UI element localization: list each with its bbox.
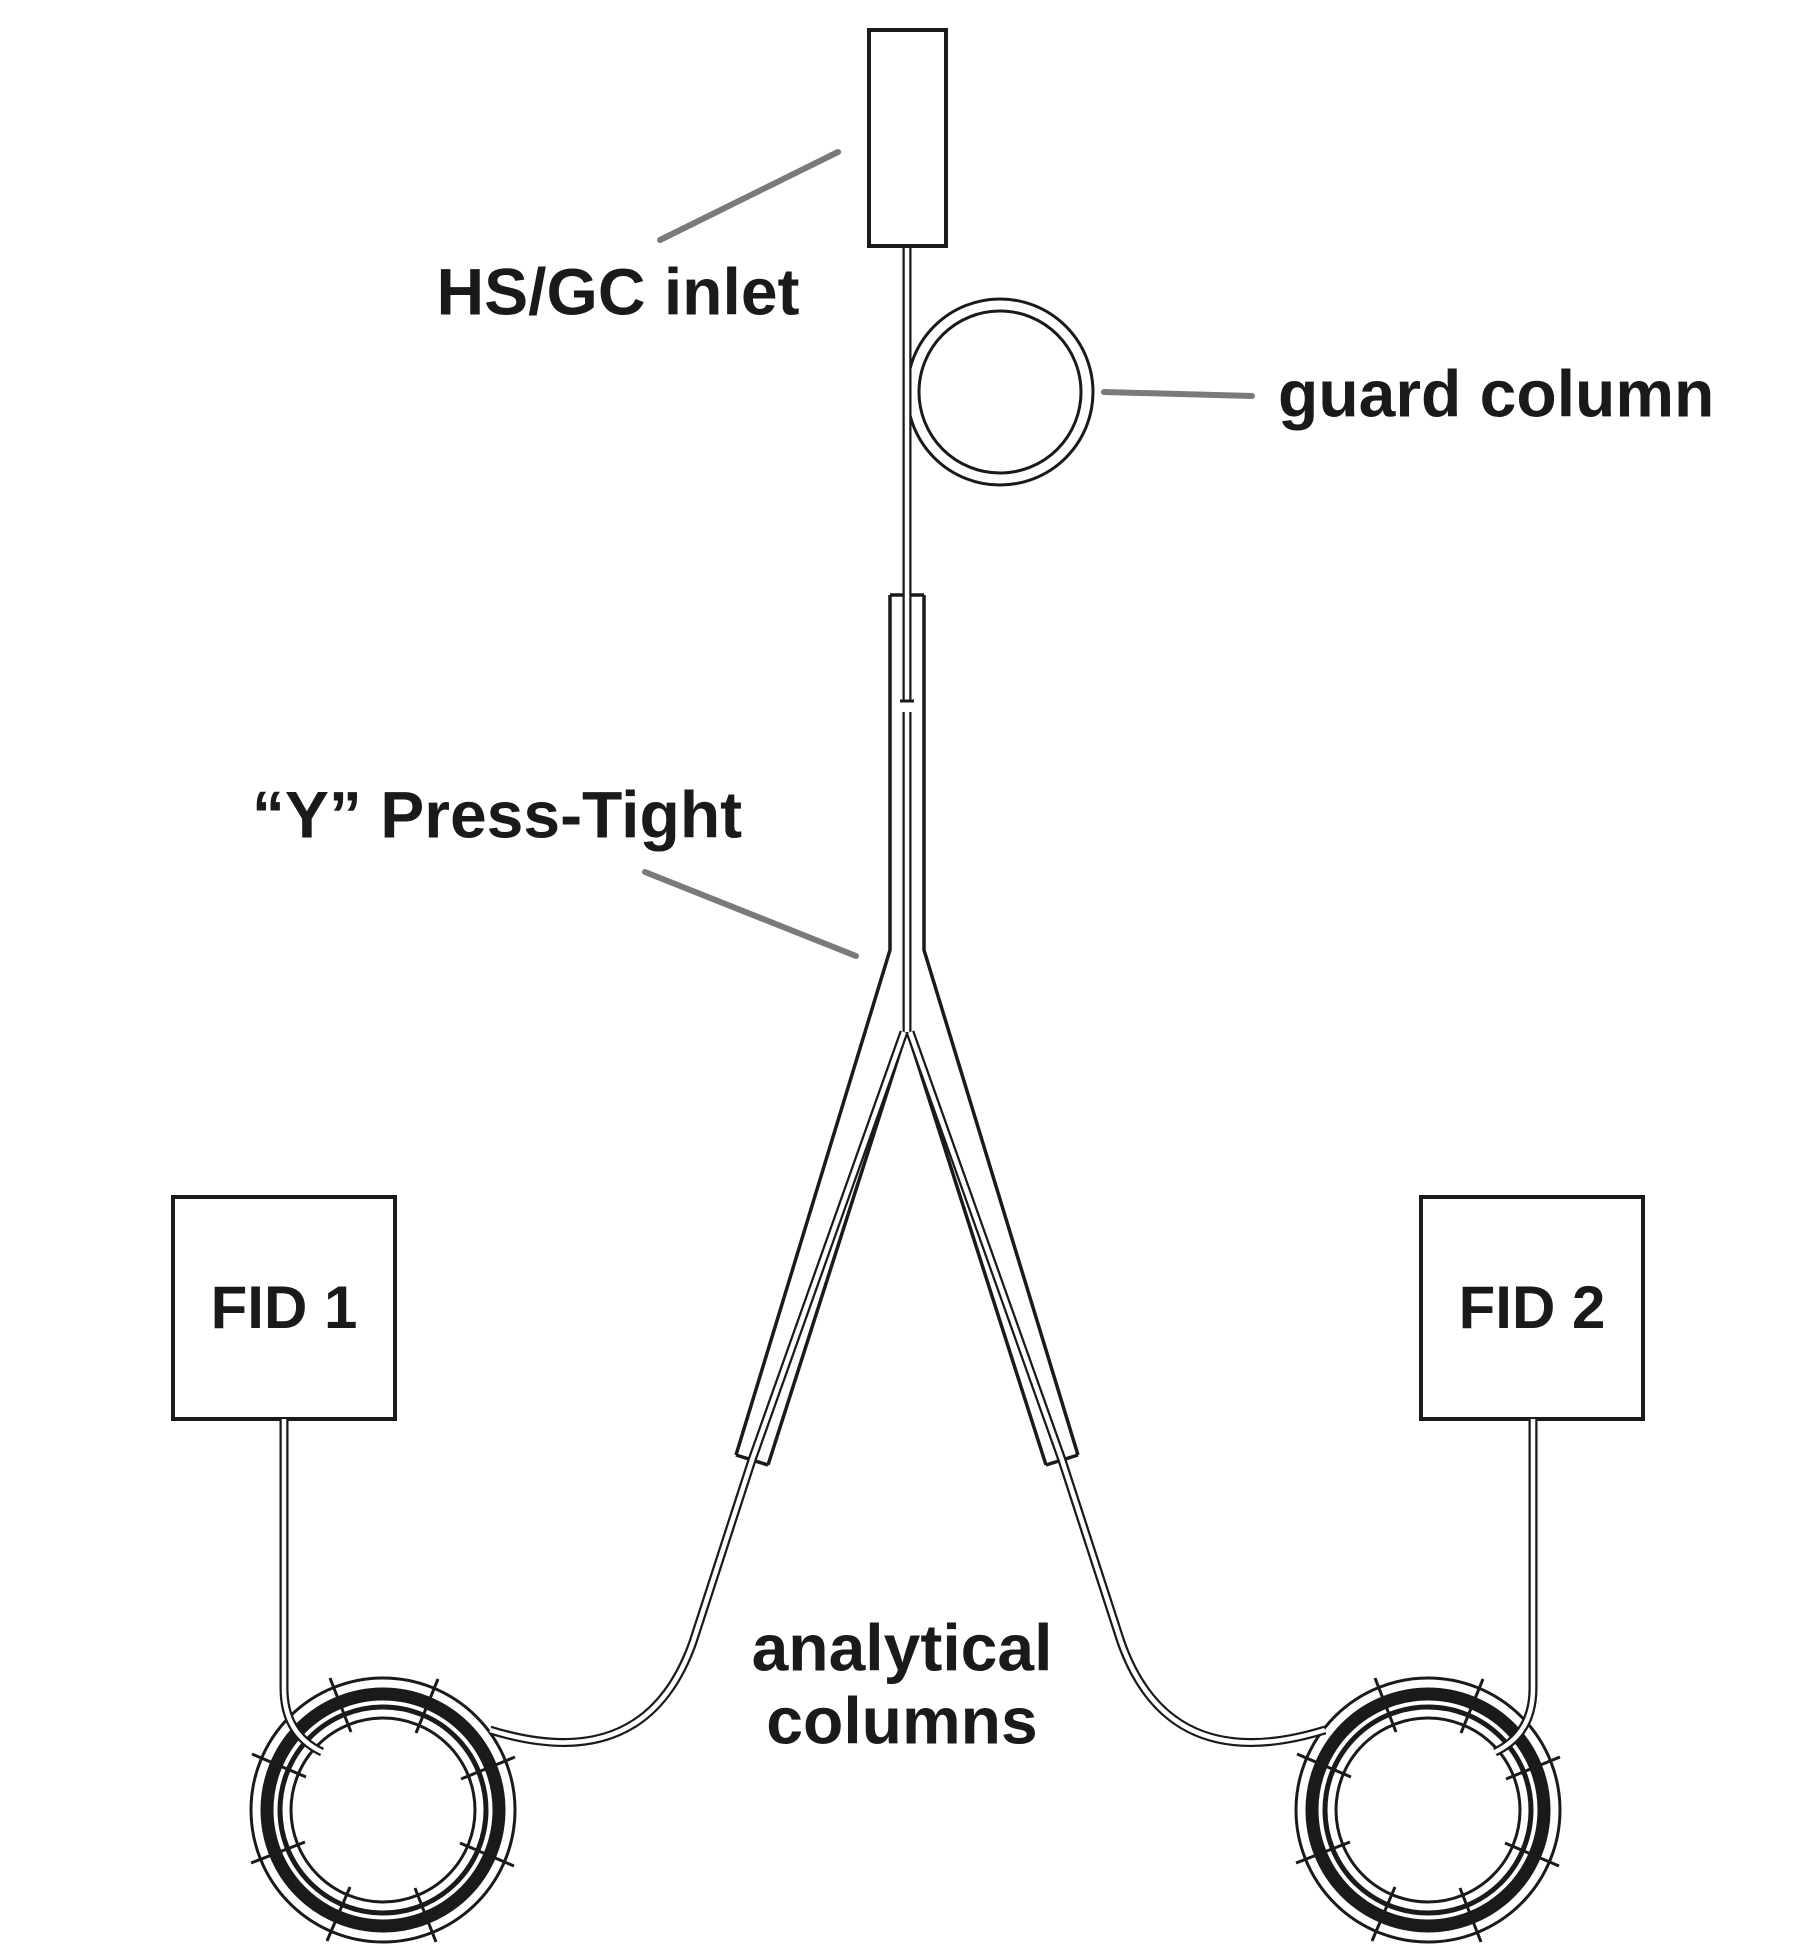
label-guard-column: guard column	[1278, 356, 1715, 431]
label-y-press-tight: “Y” Press-Tight	[251, 777, 743, 852]
label-analytical-line1: analytical	[751, 1610, 1053, 1685]
label-analytical-columns: analytical columns	[752, 1611, 1053, 1756]
analytical-column-coil-right	[1294, 1676, 1562, 1944]
hs-gc-inlet-shape	[867, 28, 948, 248]
label-fid1: FID 1	[210, 1274, 358, 1341]
label-fid2: FID 2	[1458, 1274, 1606, 1341]
analytical-column-coil-left	[249, 1676, 517, 1944]
label-analytical-line2: columns	[766, 1683, 1038, 1757]
fid2-transfer-line	[1495, 1419, 1533, 1752]
inlet-leader-line	[657, 149, 841, 243]
fid2-box	[1419, 1195, 1645, 1421]
guard-capillary-line	[900, 248, 914, 1032]
coil-clips-right	[1295, 1677, 1561, 1943]
y-press-tight-leader-line	[642, 869, 859, 959]
fid1-box	[171, 1195, 397, 1421]
guard-leader-line	[1101, 389, 1255, 399]
coil-clips-left	[250, 1677, 516, 1943]
fid1-transfer-line	[284, 1419, 322, 1752]
label-hs-gc-inlet: HS/GC inlet	[436, 254, 800, 329]
guard-column-coil	[905, 297, 1095, 487]
